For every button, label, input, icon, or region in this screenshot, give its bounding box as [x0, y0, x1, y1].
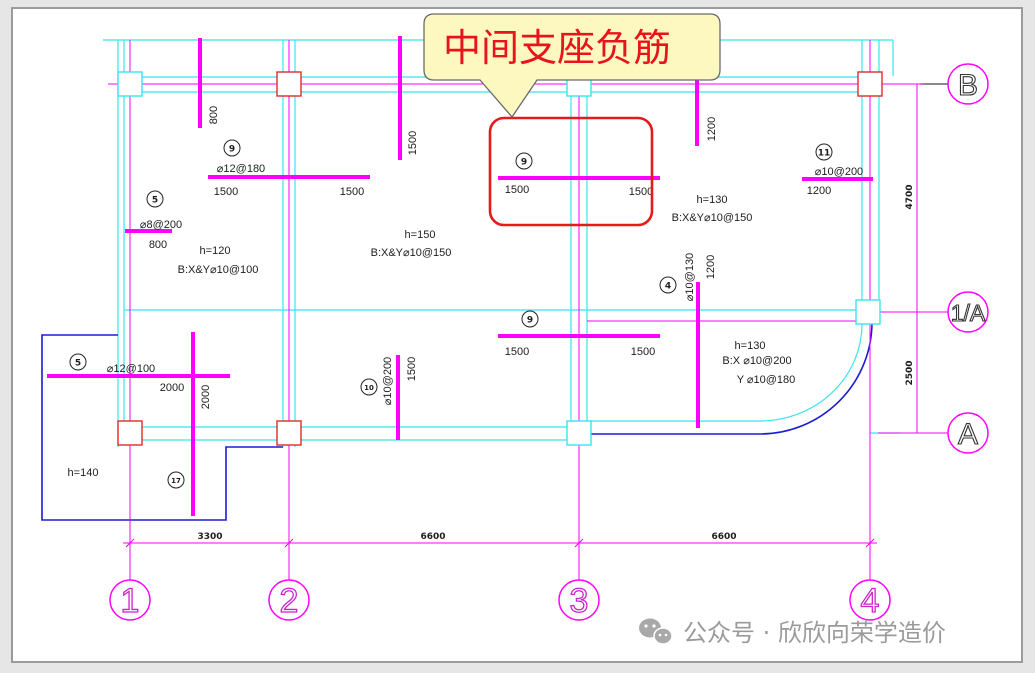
column-1-a [117, 420, 143, 446]
rebar-mark-circle [521, 310, 539, 328]
slab-0-thickness: h=120 [200, 245, 231, 257]
rebar-3-length-right: 1500 [629, 186, 653, 198]
rebar-0-length: 800 [208, 106, 220, 124]
rebar-labels: 800 ⌀12@180 1500 1500 1500 1500 1500 120… [107, 106, 863, 409]
rebar-3-mark: 9 [521, 158, 527, 168]
axis-label-4: 4 [861, 582, 880, 620]
axis-bubble-3 [558, 579, 600, 621]
rebar-1-length-right: 1500 [340, 186, 364, 198]
slab-3-thickness: h=130 [735, 340, 766, 352]
axis-label-1: 1 [121, 582, 140, 620]
bottom-dimension-line [123, 538, 877, 548]
rebar-8-mark: 9 [527, 316, 533, 326]
cantilever-slab-edge [41, 334, 283, 521]
rebar-3-length-left: 1500 [505, 184, 529, 196]
axis-bubble-1a [947, 291, 989, 333]
axis-label-3: 3 [570, 582, 589, 620]
rebar-11-mark: 17 [171, 477, 181, 485]
dimension-lines: 3300 6600 6600 4700 2500 [123, 83, 923, 548]
rebar-1-spec: ⌀12@180 [217, 163, 265, 175]
column-3-a [566, 420, 592, 446]
rebar-mark-circle [69, 353, 87, 371]
rebar-8-length-right: 1500 [631, 346, 655, 358]
rebar-mark-circle [815, 143, 833, 161]
axis-bubble-b [947, 63, 989, 105]
rebar-mark-circle [360, 378, 378, 396]
rebar-10-length: 2000 [160, 382, 184, 394]
rebar-7-spec: ⌀10@130 [684, 253, 696, 301]
rebar-5-mark: 11 [818, 149, 831, 159]
axis-label-1a: 1/A [951, 300, 986, 326]
rebar-5-length: 1200 [807, 185, 831, 197]
slab-1-reinforcement: B:X&Y⌀10@150 [371, 247, 452, 259]
axis-label-a: A [958, 418, 978, 451]
axis-bubble-1 [109, 579, 151, 621]
rebar-11-length: 2000 [200, 385, 212, 409]
slab-3-reinforcement-x: B:X ⌀10@200 [722, 355, 791, 367]
column-4-b [857, 71, 883, 97]
dimension-bottom-2: 6600 [420, 532, 445, 542]
rebar-1-mark: 9 [229, 145, 235, 155]
rebar-6-length: 800 [149, 239, 167, 251]
callout-bubble [423, 13, 721, 119]
slab-0-reinforcement: B:X&Y⌀10@100 [178, 264, 259, 276]
slab-1-thickness: h=150 [405, 229, 436, 241]
column-4-1a [855, 299, 881, 325]
rebar-9-mark: 10 [364, 384, 374, 392]
rebar-9-spec: ⌀10@200 [382, 357, 394, 405]
rebar-mark-circle [223, 139, 241, 157]
rebar-4-length: 1200 [706, 117, 718, 141]
beam-axis-2 [282, 40, 296, 447]
axis-bubbles: 1 2 3 4 B 1/A A [109, 63, 989, 621]
rebar-mark-circle [146, 190, 164, 208]
rebar-7-length: 1200 [705, 255, 717, 279]
rebar-5-spec: ⌀10@200 [815, 166, 863, 178]
beam-axis-3 [570, 40, 588, 445]
axis-bubble-2 [268, 579, 310, 621]
rebar-8-length-left: 1500 [505, 346, 529, 358]
slab-edges [41, 321, 873, 521]
rebar-mark-circle [659, 276, 677, 294]
rebar-7-mark: 4 [665, 282, 671, 292]
column-2-b [276, 71, 302, 97]
wechat-icon [639, 618, 673, 645]
rebar-mark-circle [515, 152, 533, 170]
axis-label-b: B [958, 69, 978, 102]
dimension-right-2: 2500 [905, 360, 915, 385]
beam-axis-a [124, 420, 760, 441]
right-dimension-line [911, 83, 923, 434]
beam-axis-1 [117, 40, 125, 447]
axis-bubble-a [947, 412, 989, 454]
rebar-mark-circle [167, 471, 185, 489]
beam-curved-edge [759, 323, 863, 422]
callout-text: 中间支座负筋 [443, 26, 671, 70]
rebar-marks: 9 9 11 5 4 9 10 5 17 [69, 139, 833, 489]
highlight-box [488, 116, 654, 227]
slab-3-reinforcement-y: Y ⌀10@180 [737, 374, 796, 386]
rebar-2-length: 1500 [407, 131, 419, 155]
column-2-a [276, 420, 302, 446]
dimension-bottom-1: 3300 [197, 532, 222, 542]
watermark-text: 公众号 · 欣欣向荣学造价 [683, 619, 946, 647]
axis-label-2: 2 [280, 582, 299, 620]
dimension-bottom-3: 6600 [711, 532, 736, 542]
dimension-right-1: 4700 [905, 184, 915, 209]
slab-labels: h=120 B:X&Y⌀10@100 h=150 B:X&Y⌀10@150 h=… [68, 194, 796, 479]
rebar-9-length: 1500 [406, 357, 418, 381]
callout: 中间支座负筋 [423, 13, 721, 119]
rebar-10-spec: ⌀12@100 [107, 363, 155, 375]
slab-2-reinforcement: B:X&Y⌀10@150 [672, 212, 753, 224]
rebar-10-mark: 5 [75, 359, 81, 369]
curved-slab-edge [590, 321, 873, 435]
rebar-6-mark: 5 [152, 196, 158, 206]
watermark: 公众号 · 欣欣向荣学造价 [639, 618, 946, 647]
rebar-1-length-left: 1500 [214, 186, 238, 198]
column-1-b [117, 71, 143, 97]
slab-2-thickness: h=130 [697, 194, 728, 206]
rebar-6-spec: ⌀8@200 [140, 219, 182, 231]
axis-bubble-4 [849, 579, 891, 621]
slab-4-thickness: h=140 [68, 467, 99, 479]
